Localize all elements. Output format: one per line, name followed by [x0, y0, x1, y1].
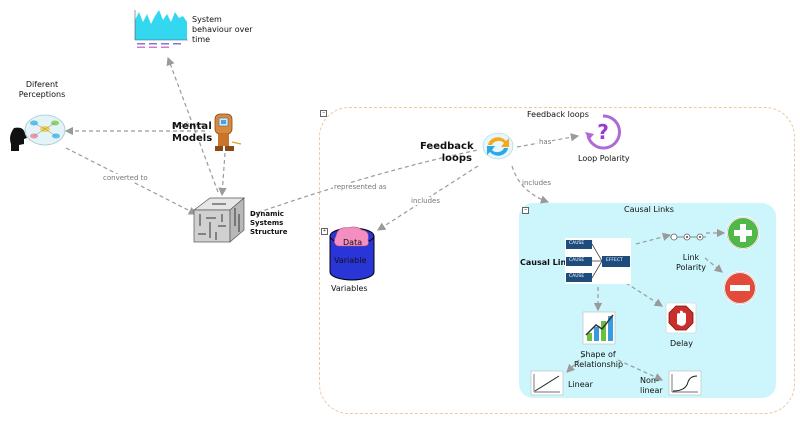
variables-cylinder-icon — [328, 226, 376, 282]
feedback-loops-group[interactable] — [319, 107, 795, 414]
causal-link-label: Causal Link — [520, 258, 572, 267]
causal-diagram-icon: CAUSE CAUSE CAUSE EFFECT — [565, 238, 631, 284]
edge-label-includes-causal: includes — [522, 179, 552, 187]
variables-toggle[interactable]: + — [321, 228, 328, 235]
effect-label: EFFECT — [606, 258, 623, 263]
mental-models-label-top: Mental — [172, 121, 213, 132]
edge-label-has: has — [538, 138, 553, 146]
plus-icon — [725, 215, 761, 251]
feedback-group-title: Feedback loops — [527, 110, 589, 119]
variables-label: Variables — [331, 284, 368, 293]
edge-causal-delay — [625, 282, 664, 307]
minus-icon — [722, 270, 758, 306]
loop-polarity-icon: ? — [583, 113, 623, 151]
causal-group-toggle[interactable]: − — [522, 207, 529, 214]
cube-maze-icon — [190, 196, 248, 244]
link-polarity-icon — [668, 228, 708, 241]
delay-label: Delay — [670, 339, 693, 348]
cause-label-3: CAUSE — [569, 274, 585, 279]
edge-label-includes-variables: includes — [410, 197, 442, 205]
non-linear-label: Non-linear — [640, 376, 663, 395]
edge-structure-feedback — [250, 149, 479, 216]
non-linear-graph-icon — [668, 370, 702, 396]
thought-map-icon — [24, 114, 66, 146]
linear-graph-icon — [530, 370, 564, 396]
robot-icon — [211, 112, 243, 154]
edge-label-represented-as: represented as — [333, 183, 388, 191]
svg-text:?: ? — [597, 120, 609, 144]
edge-label-converted-to: converted to — [102, 174, 149, 182]
feedback-group-toggle[interactable]: − — [320, 110, 327, 117]
edge-shape-nonlinear — [617, 359, 664, 381]
feedback-loops-label: Feedback loops — [420, 141, 474, 164]
linear-label: Linear — [568, 380, 593, 389]
shape-chart-icon — [582, 311, 616, 345]
edge-linkpolarity-minus — [704, 257, 723, 273]
stop-sign-icon — [665, 302, 697, 334]
shape-of-relationship-label: Shape of Relationship — [574, 350, 624, 369]
cause-label-2: CAUSE — [569, 258, 585, 263]
dynamic-systems-structure-label: Dynamic Systems Structure — [250, 210, 288, 236]
cause-label-1: CAUSE — [569, 241, 585, 246]
behaviour-chart-icon — [131, 6, 191, 50]
mental-models-label: Models — [172, 133, 213, 144]
edge-models-structure — [218, 152, 227, 197]
refresh-icon[interactable] — [481, 131, 515, 161]
variable-label: Variable — [334, 256, 367, 265]
data-label: Data — [343, 238, 363, 247]
edge-causal-linkpolarity — [635, 232, 672, 245]
different-perceptions-label: Diferent Perceptions — [18, 80, 66, 99]
edge-label-produces: produces — [171, 121, 206, 129]
link-polarity-label: Link Polarity — [676, 253, 706, 272]
person-head-icon — [8, 126, 30, 152]
system-behaviour-label: System behaviour over time — [192, 15, 253, 44]
causal-group-title: Causal Links — [624, 205, 674, 214]
loop-polarity-label: Loop Polarity — [578, 154, 630, 163]
